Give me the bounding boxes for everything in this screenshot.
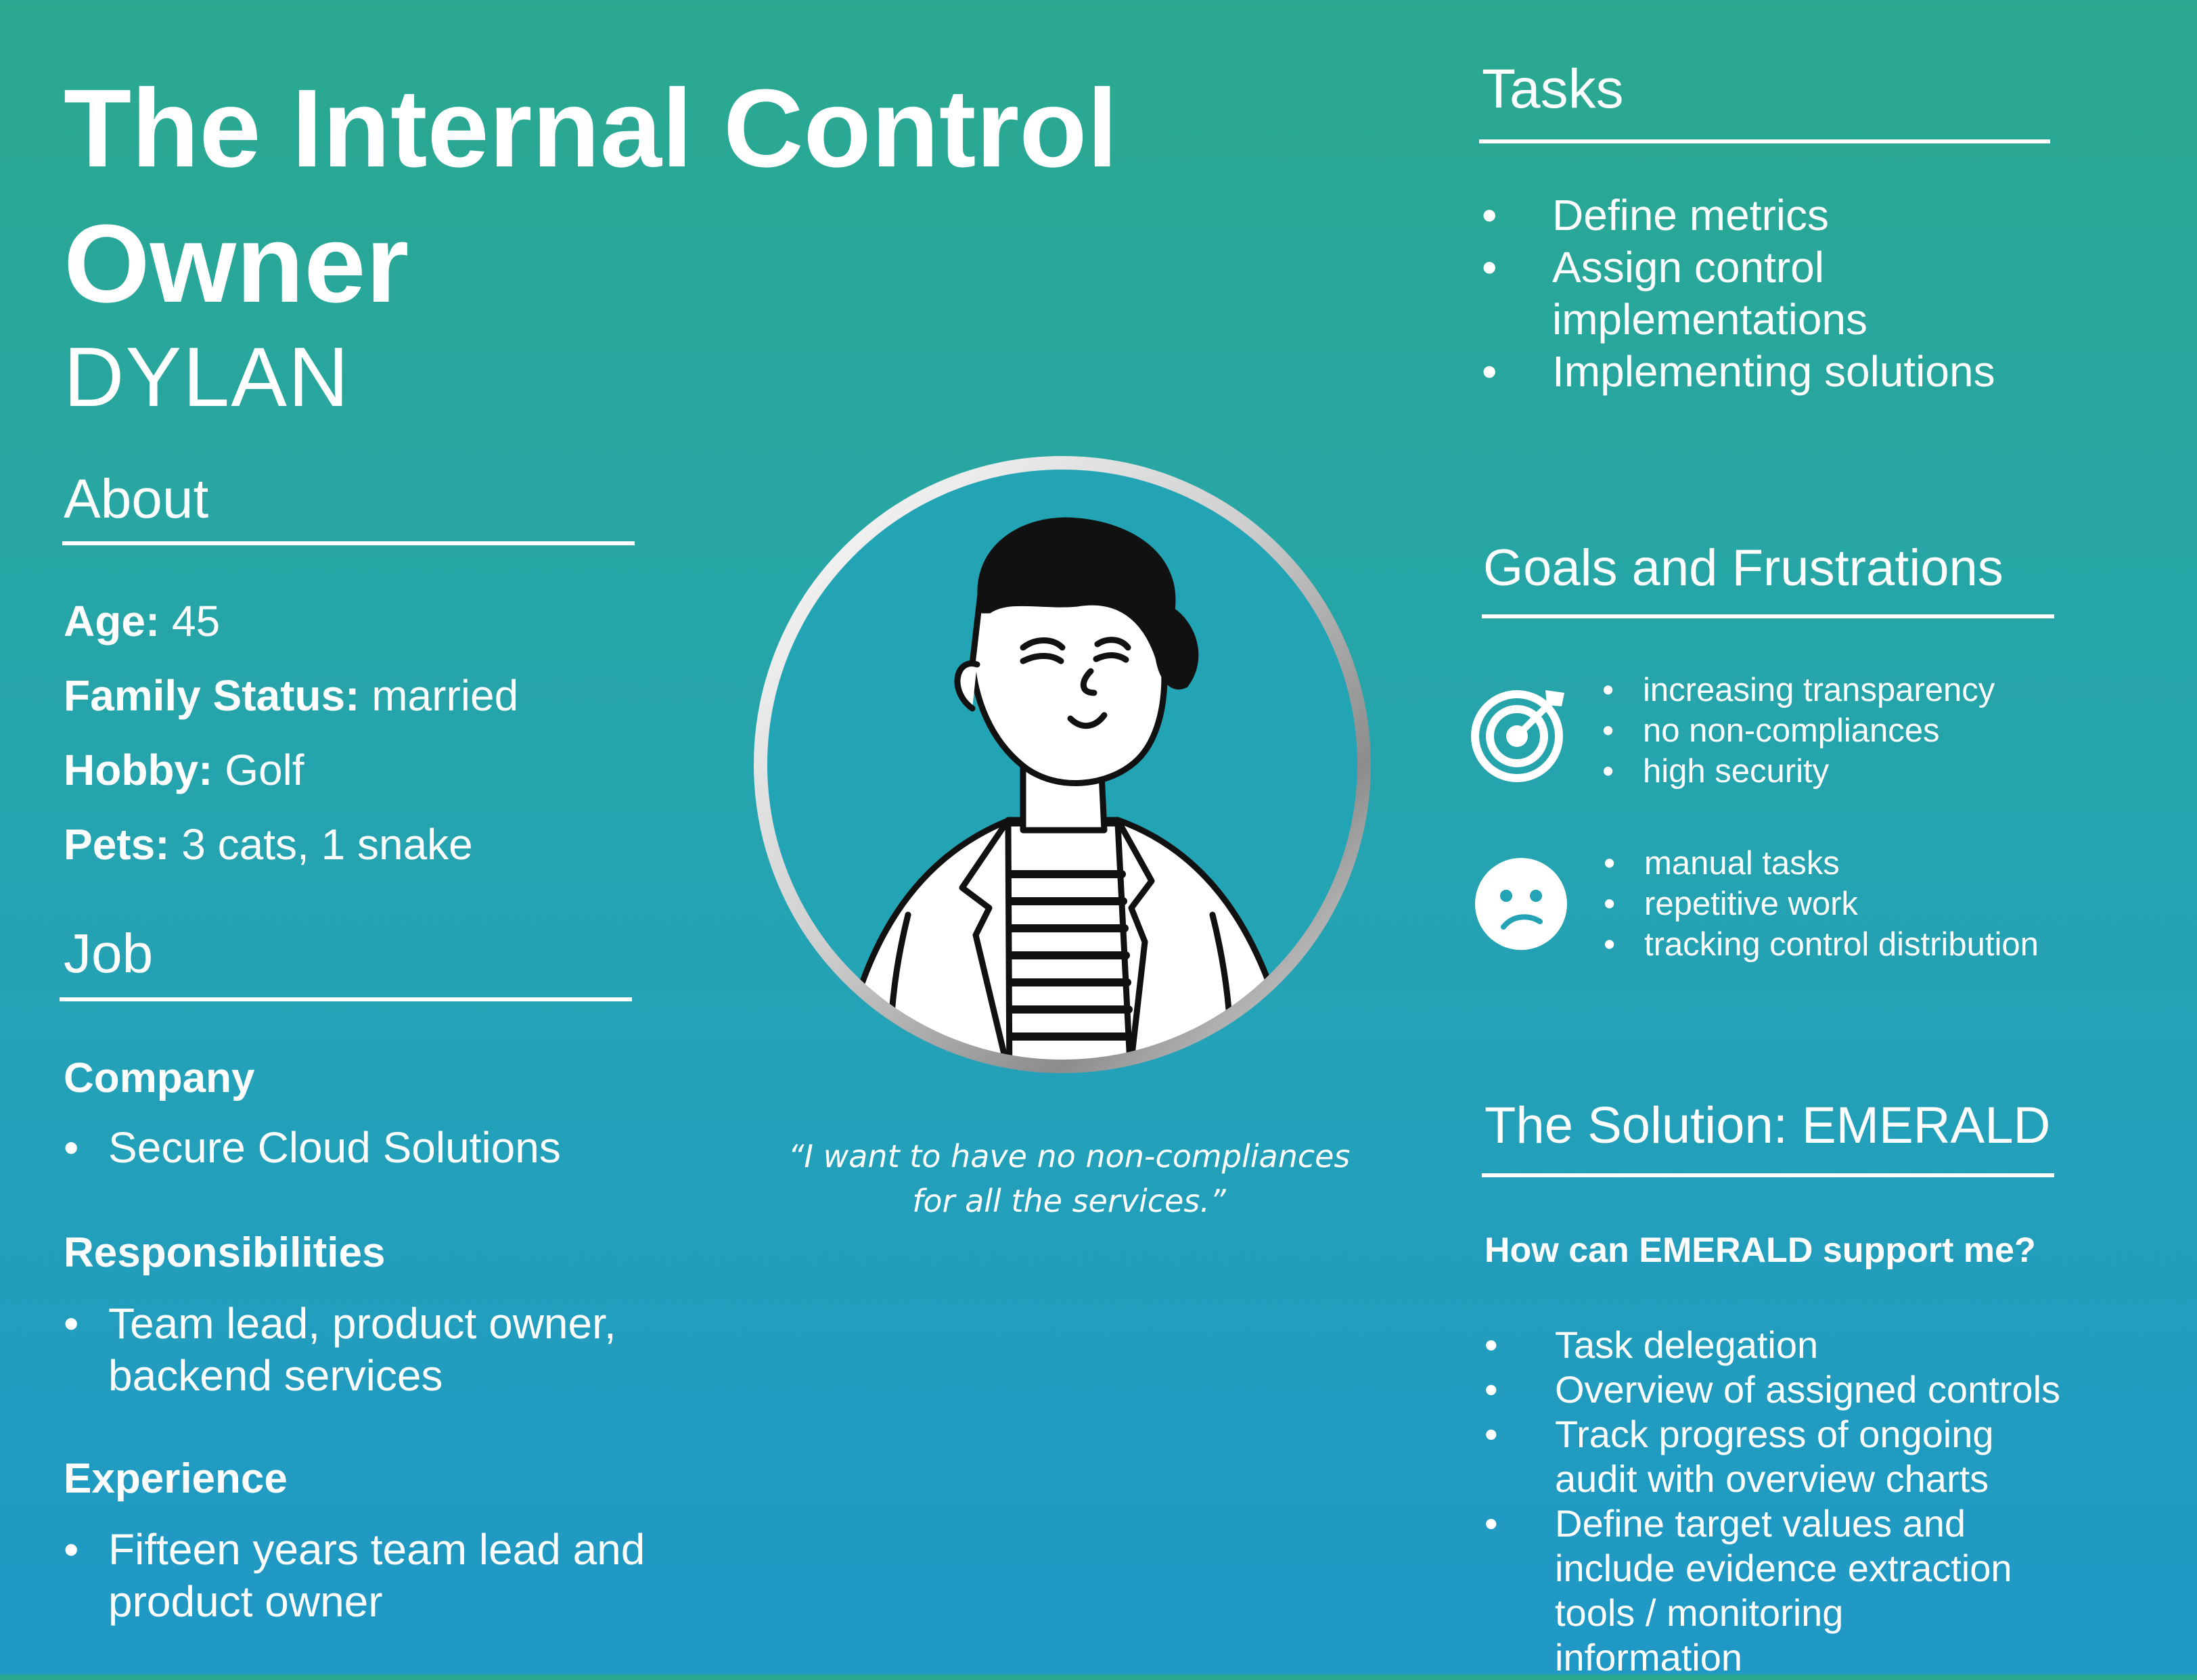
- company-label: Company: [64, 1055, 255, 1102]
- list-item: Assign control implementations: [1482, 242, 1958, 346]
- goals-divider: [1482, 614, 2054, 618]
- list-item: Secure Cloud Solutions: [64, 1122, 673, 1174]
- tasks-section: Tasks: [1479, 55, 2053, 143]
- list-item-text: Assign control implementations: [1552, 243, 1867, 344]
- sad-face-icon: [1474, 857, 1572, 955]
- list-item: Implementing solutions: [1482, 346, 2064, 398]
- list-item: high security: [1602, 751, 2076, 792]
- about-pets-value: 3 cats, 1 snake: [169, 820, 473, 869]
- about-family-status-label: Family Status:: [64, 671, 360, 720]
- about-heading: About: [64, 468, 209, 530]
- persona-quote: “I want to have no non-compliances for a…: [697, 1134, 1441, 1223]
- about-divider: [62, 541, 635, 545]
- list-item: Track progress of ongoing audit with ove…: [1485, 1412, 2015, 1501]
- job-heading: Job: [64, 923, 154, 984]
- goals-heading: Goals and Frustrations: [1483, 539, 2003, 597]
- list-item: repetitive work: [1604, 884, 2091, 924]
- frustrations-list: manual tasks repetitive work tracking co…: [1604, 843, 2091, 965]
- target-icon: [1470, 685, 1568, 784]
- about-hobby-label: Hobby:: [64, 746, 213, 794]
- goals-section: Goals and Frustrations: [1482, 535, 2056, 618]
- quote-line-1: “I want to have no non-compliances: [788, 1138, 1351, 1175]
- about-section: About: [62, 466, 636, 545]
- list-item: Define target values and include evidenc…: [1485, 1501, 2015, 1680]
- about-family-status-value: married: [359, 671, 519, 720]
- about-hobby-value: Golf: [212, 746, 304, 794]
- about-hobby: Hobby: Golf: [64, 743, 673, 817]
- responsibilities-list: Team lead, product owner, backend servic…: [64, 1298, 645, 1402]
- about-age-value: 45: [160, 597, 221, 645]
- page-title: The Internal Control Owner: [64, 66, 1118, 325]
- experience-list: Fifteen years team lead and product owne…: [64, 1524, 645, 1628]
- about-pets: Pets: 3 cats, 1 snake: [64, 817, 673, 892]
- responsibilities-label: Responsibilities: [64, 1229, 386, 1276]
- tasks-heading: Tasks: [1482, 58, 1624, 120]
- list-item: no non-compliances: [1602, 710, 2076, 751]
- avatar-illustration: [754, 456, 1371, 1073]
- about-family-status: Family Status: married: [64, 668, 673, 743]
- about-pets-label: Pets:: [64, 820, 170, 869]
- tasks-divider: [1479, 139, 2050, 143]
- tasks-list: Define metrics Assign control implementa…: [1482, 189, 2064, 398]
- list-item: Overview of assigned controls: [1485, 1367, 2080, 1412]
- list-item: manual tasks: [1604, 843, 2091, 884]
- solution-heading: The Solution: EMERALD: [1485, 1097, 2051, 1154]
- solution-divider: [1482, 1173, 2054, 1177]
- solution-question: How can EMERALD support me?: [1485, 1231, 2036, 1270]
- solution-list: Task delegation Overview of assigned con…: [1485, 1323, 2080, 1680]
- avatar: [739, 441, 1386, 1088]
- goals-list: increasing transparency no non-complianc…: [1602, 670, 2076, 792]
- about-age-label: Age:: [64, 597, 160, 645]
- persona-name: DYLAN: [64, 331, 350, 424]
- job-section: Job: [60, 920, 636, 1001]
- list-item: Team lead, product owner, backend servic…: [64, 1298, 645, 1402]
- quote-line-2: for all the services.”: [912, 1183, 1226, 1219]
- list-item: increasing transparency: [1602, 670, 2076, 710]
- experience-label: Experience: [64, 1455, 288, 1502]
- list-item: tracking control distribution: [1604, 924, 2091, 965]
- company-list: Secure Cloud Solutions: [64, 1122, 673, 1174]
- job-divider: [60, 997, 632, 1001]
- list-item: Define metrics: [1482, 189, 2064, 242]
- solution-section: The Solution: EMERALD: [1482, 1092, 2057, 1177]
- about-age: Age: 45: [64, 594, 673, 668]
- list-item: Task delegation: [1485, 1323, 2080, 1367]
- about-fields: Age: 45 Family Status: married Hobby: Go…: [64, 594, 673, 892]
- list-item: Fifteen years team lead and product owne…: [64, 1524, 645, 1628]
